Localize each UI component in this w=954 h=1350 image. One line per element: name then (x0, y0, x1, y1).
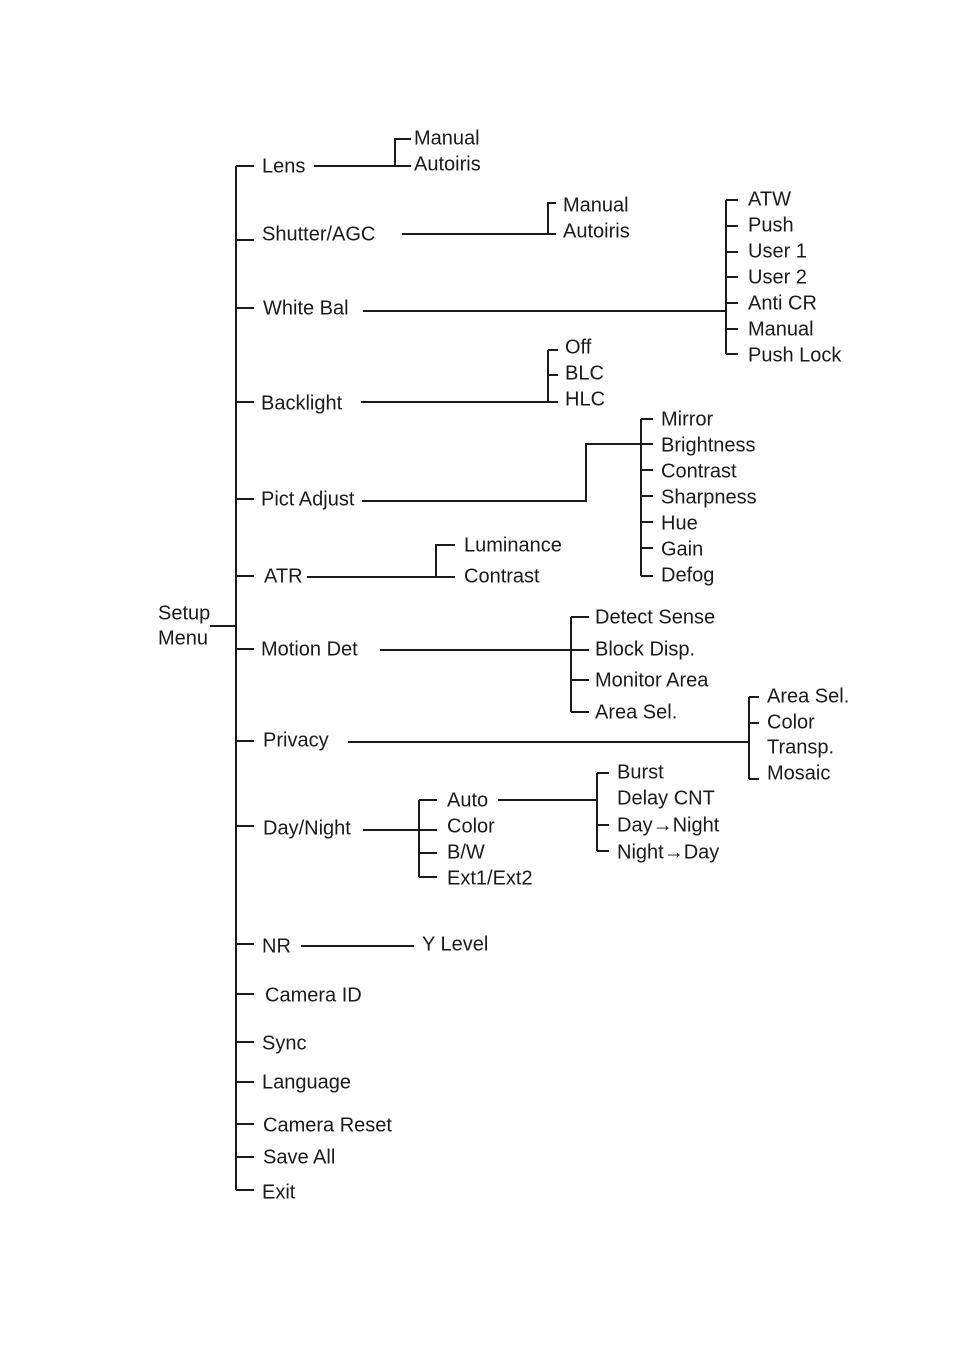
day-night-auto-option-burst: Burst (617, 761, 664, 783)
white-bal-option-manual: Manual (748, 318, 814, 340)
menu-item-shutter-agc: Shutter/AGC (262, 223, 375, 245)
root-label-setup: Setup (158, 602, 210, 624)
lens-option-autoiris: Autoiris (414, 153, 481, 175)
pict-adjust-option-defog: Defog (661, 564, 714, 586)
day-night-auto-option-night-to-day: Night→Day (617, 841, 719, 863)
motion-det-option-monitor-area: Monitor Area (595, 669, 709, 691)
motion-det-option-block-disp: Block Disp. (595, 638, 695, 660)
pict-adjust-option-brightness: Brightness (661, 434, 756, 456)
atr-bracket (435, 544, 455, 577)
privacy-option-area-sel: Area Sel. (767, 685, 849, 707)
day-night-option-auto: Auto (447, 789, 488, 811)
day-night-auto-option-day-to-night: Day→Night (617, 814, 720, 836)
menu-item-lens: Lens (262, 155, 305, 177)
white-bal-option-user1: User 1 (748, 240, 807, 262)
menu-item-exit: Exit (262, 1181, 296, 1203)
menu-item-language: Language (262, 1071, 351, 1093)
shutter-option-manual: Manual (563, 194, 629, 216)
backlight-option-hlc: HLC (565, 388, 605, 410)
menu-item-motion-det: Motion Det (261, 638, 358, 660)
menu-item-backlight: Backlight (261, 392, 343, 414)
menu-item-white-bal: White Bal (263, 297, 349, 319)
menu-item-camera-reset: Camera Reset (263, 1114, 392, 1136)
lens-bracket (394, 138, 411, 167)
root-label-menu: Menu (158, 627, 208, 649)
white-bal-option-push-lock: Push Lock (748, 344, 842, 366)
day-night-auto-option-delay-cnt: Delay CNT (617, 787, 715, 809)
lens-option-manual: Manual (414, 127, 480, 149)
backlight-option-blc: BLC (565, 362, 604, 384)
menu-item-save-all: Save All (263, 1146, 335, 1168)
day-night-option-color: Color (447, 815, 495, 837)
menu-item-day-night: Day/Night (263, 817, 351, 839)
menu-item-privacy: Privacy (263, 729, 329, 751)
white-bal-option-user2: User 2 (748, 266, 807, 288)
menu-item-sync: Sync (262, 1032, 306, 1054)
day-night-option-bw: B/W (447, 841, 485, 863)
shutter-option-autoiris: Autoiris (563, 220, 630, 242)
pict-adjust-option-mirror: Mirror (661, 408, 714, 430)
menu-item-camera-id: Camera ID (265, 984, 362, 1006)
backlight-option-off: Off (565, 336, 592, 358)
privacy-option-transp: Transp. (767, 736, 834, 758)
pict-adjust-option-gain: Gain (661, 538, 703, 560)
motion-det-option-detect-sense: Detect Sense (595, 606, 715, 628)
atr-option-contrast: Contrast (464, 565, 540, 587)
white-bal-option-anti-cr: Anti CR (748, 292, 817, 314)
menu-item-atr: ATR (264, 565, 303, 587)
pict-adjust-connector (362, 443, 641, 502)
pict-adjust-option-sharpness: Sharpness (661, 486, 757, 508)
white-bal-option-push: Push (748, 214, 794, 236)
menu-item-pict-adjust: Pict Adjust (261, 488, 355, 510)
shutter-bracket (547, 202, 556, 235)
atr-option-luminance: Luminance (464, 534, 562, 556)
motion-det-option-area-sel: Area Sel. (595, 701, 677, 723)
day-night-option-ext: Ext1/Ext2 (447, 867, 533, 889)
privacy-option-mosaic: Mosaic (767, 762, 830, 784)
white-bal-option-atw: ATW (748, 188, 791, 210)
privacy-option-color: Color (767, 711, 815, 733)
pict-adjust-option-hue: Hue (661, 512, 698, 534)
diagram-panel (155, 120, 860, 1205)
nr-option-y-level: Y Level (422, 933, 488, 955)
pict-adjust-option-contrast: Contrast (661, 460, 737, 482)
menu-item-nr: NR (262, 935, 291, 957)
